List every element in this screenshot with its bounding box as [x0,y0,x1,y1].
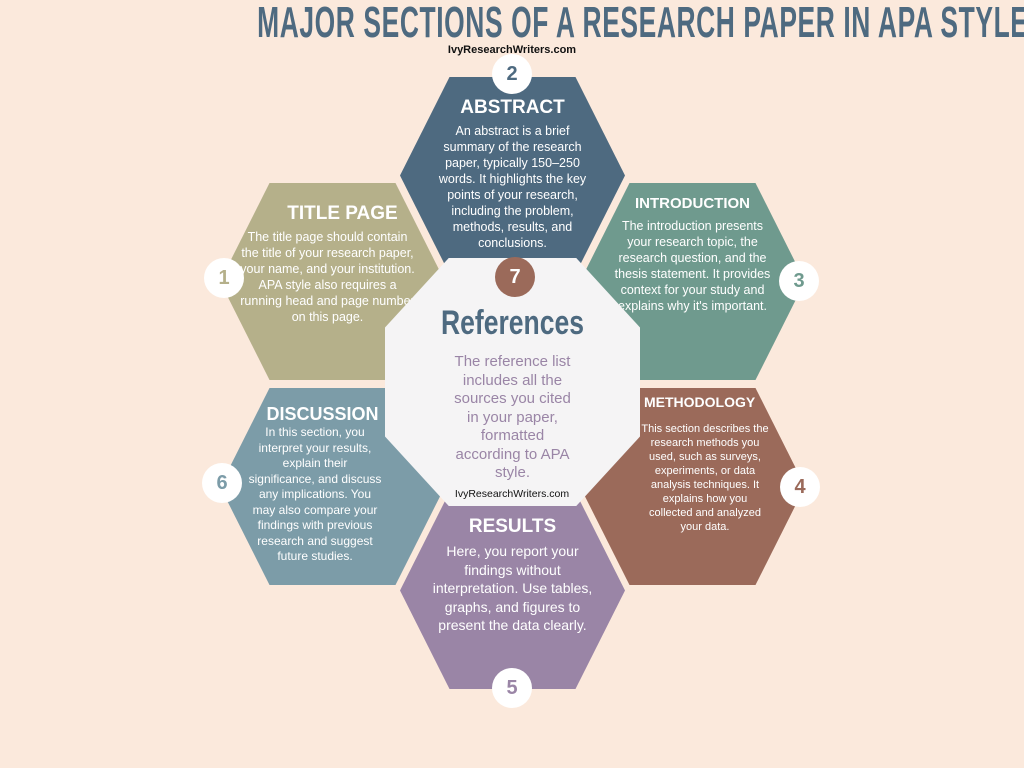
site-credit-top: IvyResearchWriters.com [447,44,577,56]
methodology-text: This section describes the research meth… [641,423,769,533]
number-badge-5: 5 [492,668,532,708]
number-badge-6: 6 [202,463,242,503]
results-text: Here, you report your findings without i… [432,543,593,633]
page-title: MAJOR SECTIONS OF A RESEARCH PAPER IN AP… [257,0,1024,47]
center-references: References The reference list includes a… [385,258,640,506]
references-heading: References [440,304,585,342]
methodology-heading: METHODOLOGY [644,394,756,410]
abstract-text: An abstract is a brief summary of the re… [438,124,587,250]
introduction-text: The introduction presents your research … [614,219,771,313]
references-text: The reference list includes all the sour… [454,353,571,481]
hex-introduction: INTRODUCTION The introduction presents y… [580,183,805,380]
number-badge-1: 1 [204,258,244,298]
number-badge-4: 4 [780,467,820,507]
introduction-heading: INTRODUCTION [635,195,750,212]
hex-abstract: ABSTRACT An abstract is a brief summary … [400,77,625,274]
discussion-heading: DISCUSSION [266,404,379,424]
number-badge-7: 7 [495,257,535,297]
number-badge-3: 3 [779,261,819,301]
hex-results: RESULTS Here, you report your findings w… [400,492,625,689]
site-credit-center: IvyResearchWriters.com [454,488,570,500]
number-badge-2: 2 [492,54,532,94]
title-page-heading: TITLE PAGE [287,203,398,224]
discussion-text: In this section, you interpret your resu… [248,425,382,563]
results-heading: RESULTS [468,516,557,537]
abstract-heading: ABSTRACT [460,97,565,118]
title-page-text: The title page should contain the title … [240,230,415,324]
